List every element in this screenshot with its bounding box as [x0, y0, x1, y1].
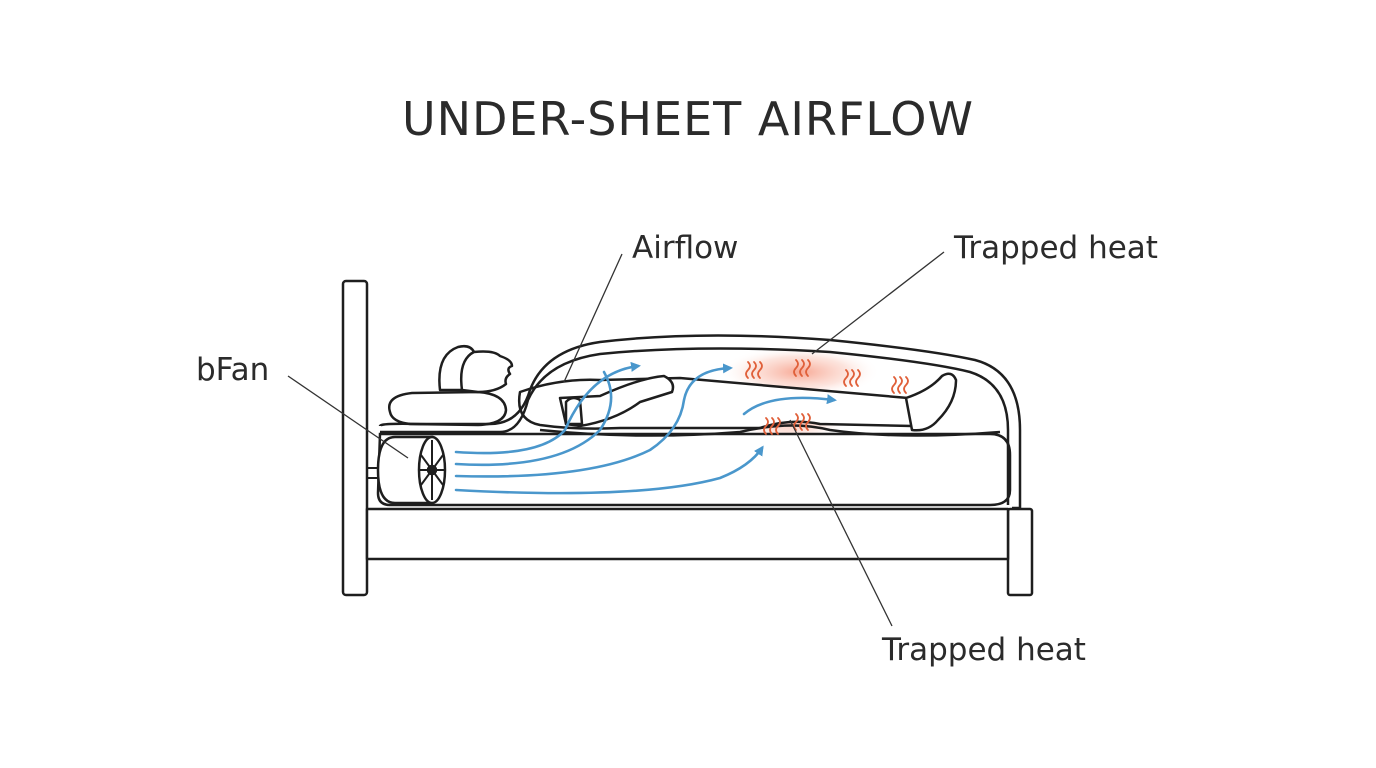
heat-wave-1 — [745, 361, 763, 379]
heat-wave-3 — [843, 369, 861, 387]
person-arm — [558, 374, 675, 428]
leader-lines — [287, 251, 945, 627]
footboard-post — [1006, 507, 1034, 597]
headboard — [341, 279, 369, 597]
person-foot — [904, 372, 958, 432]
fan-cable — [367, 467, 378, 479]
airflow-arrow-1 — [454, 361, 641, 455]
heat-wave-2 — [793, 359, 811, 377]
fan-blades — [420, 440, 444, 500]
bed-sheet — [378, 334, 1022, 510]
sleeping-person — [438, 344, 958, 432]
airflow-label: Airflow — [632, 230, 739, 266]
diagram-title: UNDER-SHEET AIRFLOW — [401, 92, 975, 146]
trapped-heat-label-top: Trapped heat — [954, 230, 1158, 266]
pillow — [388, 390, 508, 427]
fan-label: bFan — [196, 352, 270, 388]
bed-base — [365, 507, 1010, 561]
leader-heat-top — [811, 251, 945, 355]
trapped-heat-label-bottom: Trapped heat — [882, 632, 1086, 668]
fan-unit — [367, 435, 447, 505]
airflow-arrow-2 — [454, 370, 613, 467]
mattress — [376, 432, 1012, 507]
sheet-lower-edge — [539, 424, 1001, 437]
person-face — [460, 350, 514, 394]
leader-fan — [287, 375, 409, 459]
airflow-arrow-5 — [742, 394, 837, 416]
heat-wave-4 — [891, 376, 909, 394]
sheet-inner — [380, 347, 1010, 505]
sheet-outer — [378, 334, 1022, 510]
leader-heat-bottom — [789, 419, 893, 627]
leader-airflow — [563, 253, 623, 383]
airflow-arrows — [454, 361, 837, 495]
fan-body — [376, 435, 434, 505]
airflow-arrow-4 — [454, 445, 764, 495]
heat-wave-5 — [763, 417, 781, 435]
airflow-arrow-3 — [454, 363, 733, 478]
bed-frame — [341, 279, 1034, 597]
